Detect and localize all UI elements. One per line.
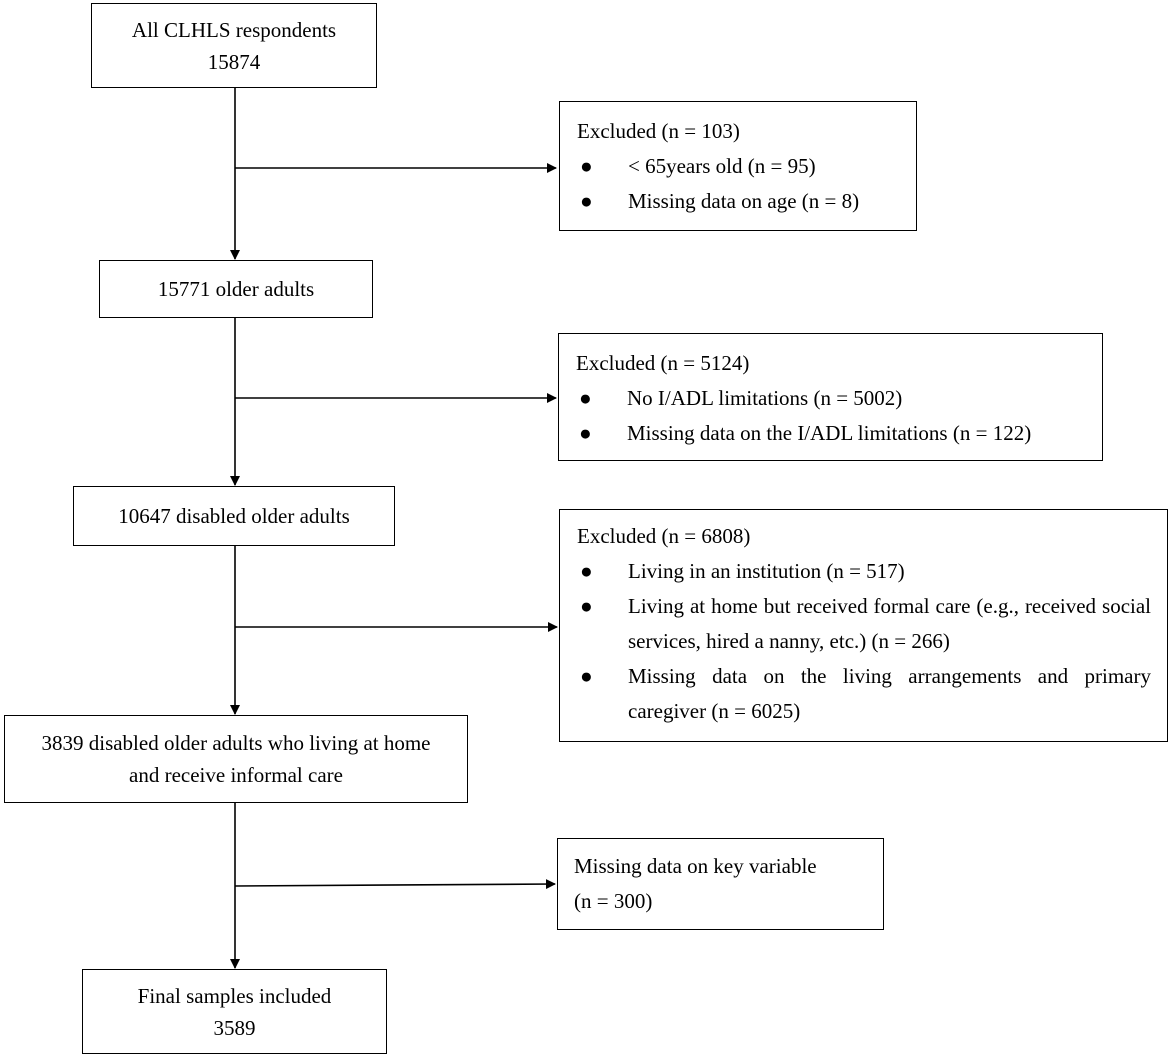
bullet-icon: ● (579, 421, 592, 445)
box-line: 15771 older adults (157, 277, 315, 301)
exclusion-item-text: Missing data on the living arrangements … (628, 664, 1151, 723)
exclusion-item: ● < 65years old (n = 95) (577, 149, 900, 184)
exclusion-item: ● Missing data on the I/ADL limitations … (576, 416, 1086, 451)
exclusion-item: ● Living in an institution (n = 517) (577, 554, 1151, 589)
box-line: 15874 (207, 49, 261, 74)
exclusion-item: ● No I/ADL limitations (n = 5002) (576, 381, 1086, 416)
exclusion-box-1: Excluded (n = 103) ● < 65years old (n = … (559, 101, 917, 231)
box-living-at-home: 3839 disabled older adults who living at… (4, 715, 468, 803)
box-line: Final samples included (137, 983, 332, 1008)
box-all-respondents: All CLHLS respondents 15874 (91, 3, 377, 88)
exclusion-item: ● Missing data on age (n = 8) (577, 184, 900, 219)
box-line: and receive informal care (129, 763, 343, 787)
box-line: 3589 (213, 1015, 256, 1040)
bullet-icon: ● (580, 154, 593, 178)
box-line: All CLHLS respondents (131, 17, 337, 42)
exclusion-item: ● Living at home but received formal car… (577, 589, 1151, 659)
exclusion-title: Missing data on key variable (574, 854, 817, 878)
exclusion-box-3: Excluded (n = 6808) ● Living in an insti… (559, 509, 1168, 742)
exclusion-box-4: Missing data on key variable (n = 300) (557, 838, 884, 930)
exclusion-box-2: Excluded (n = 5124) ● No I/ADL limitatio… (558, 333, 1103, 461)
box-disabled-older-adults: 10647 disabled older adults (73, 486, 395, 546)
exclusion-item-text: No I/ADL limitations (n = 5002) (627, 386, 903, 410)
exclusion-item-text: < 65years old (n = 95) (628, 154, 816, 178)
exclusion-title: Excluded (n = 5124) (576, 351, 750, 375)
box-line: 3839 disabled older adults who living at… (41, 731, 431, 755)
box-older-adults: 15771 older adults (99, 260, 373, 318)
exclusion-item-text: Missing data on age (n = 8) (628, 189, 860, 213)
box-final-samples: Final samples included 3589 (82, 969, 387, 1054)
exclusion-title: Excluded (n = 103) (577, 119, 740, 143)
bullet-icon: ● (579, 386, 592, 410)
exclusion-item-text: Missing data on the I/ADL limitations (n… (627, 421, 1032, 445)
exclusion-item-text: (n = 300) (574, 889, 653, 913)
bullet-icon: ● (580, 189, 593, 213)
bullet-icon: ● (580, 594, 593, 618)
bullet-icon: ● (580, 664, 593, 688)
bullet-icon: ● (580, 559, 593, 583)
arrow-excluded-4 (234, 879, 556, 890)
exclusion-item-text: Living in an institution (n = 517) (628, 559, 905, 583)
exclusion-item-text: Living at home but received formal care … (628, 594, 1151, 653)
exclusion-item: ● Missing data on the living arrangement… (577, 659, 1151, 729)
exclusion-title: Excluded (n = 6808) (577, 524, 751, 548)
box-line: 10647 disabled older adults (118, 504, 350, 528)
